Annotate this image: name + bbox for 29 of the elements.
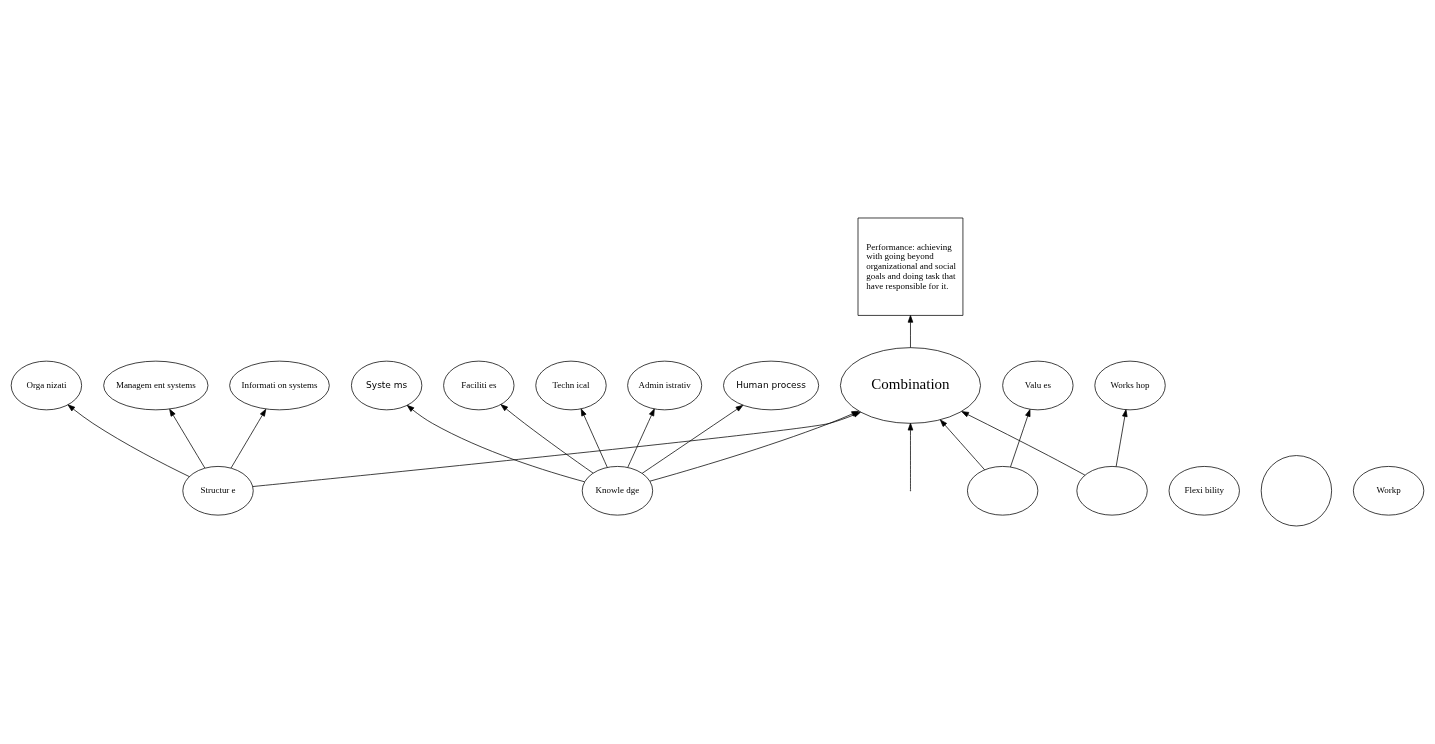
node-ellipse: Works hop	[1094, 360, 1166, 411]
node-box: Performance: achieving with going beyond organizational and social goals and doing task that have responsible for it.	[857, 217, 964, 316]
arrow	[907, 315, 914, 348]
arrow	[230, 408, 267, 469]
arrow	[580, 408, 608, 468]
node-ellipse: Flexi bility	[1168, 466, 1240, 516]
arrow	[940, 419, 986, 471]
arrow	[406, 405, 585, 483]
arrow	[169, 408, 206, 469]
arrow	[1115, 409, 1128, 467]
node-ellipse	[967, 466, 1039, 516]
arrow	[500, 404, 594, 474]
node-ellipse: Techn ical	[535, 360, 607, 411]
node-ellipse: Knowle dge	[581, 466, 654, 516]
arrow	[627, 408, 655, 468]
arrow	[961, 411, 1086, 476]
node-ellipse: Workp	[1353, 466, 1425, 516]
node-ellipse: Admin istrativ	[627, 360, 703, 411]
node-circle	[1260, 455, 1332, 527]
node-ellipse: Valu es	[1002, 360, 1074, 411]
arrow	[67, 404, 190, 477]
arrow	[907, 422, 914, 491]
node-ellipse: Informati on systems	[229, 360, 330, 411]
node-ellipse: Combination	[840, 347, 981, 424]
node-ellipse	[1076, 466, 1148, 516]
node-ellipse: Structur e	[182, 466, 254, 516]
arrow	[641, 404, 744, 474]
node-ellipse: Managem ent systems	[103, 360, 209, 411]
arrow	[1010, 409, 1031, 468]
